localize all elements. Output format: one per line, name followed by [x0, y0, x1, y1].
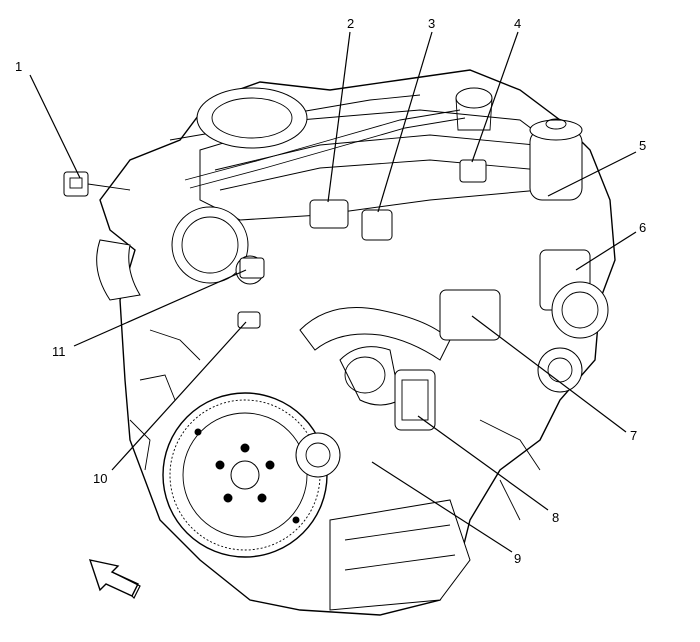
callout-10: 10	[93, 471, 107, 486]
callout-8: 8	[552, 510, 559, 525]
callout-2: 2	[347, 16, 354, 31]
leader-10	[111, 321, 247, 471]
callout-6: 6	[639, 220, 646, 235]
callout-1: 1	[15, 59, 22, 74]
leader-11	[73, 269, 247, 347]
leader-1	[29, 74, 81, 179]
leader-4	[471, 31, 519, 163]
leader-8	[417, 415, 549, 511]
callout-4: 4	[514, 16, 521, 31]
leader-3	[377, 31, 433, 213]
leader-2	[327, 31, 351, 203]
callout-7: 7	[630, 428, 637, 443]
callout-5: 5	[639, 138, 646, 153]
callout-9: 9	[514, 551, 521, 566]
callout-3: 3	[428, 16, 435, 31]
callout-labels: 1 2 3 4 5 6 7 8 9 10 11	[15, 16, 646, 566]
leader-6	[575, 231, 637, 271]
callout-11: 11	[52, 344, 66, 359]
leader-7	[471, 315, 627, 433]
engine-illustration	[63, 69, 616, 616]
leader-lines	[29, 31, 637, 553]
front-direction-arrow-icon	[88, 559, 141, 600]
leader-5	[547, 151, 637, 197]
leader-9	[371, 461, 513, 553]
